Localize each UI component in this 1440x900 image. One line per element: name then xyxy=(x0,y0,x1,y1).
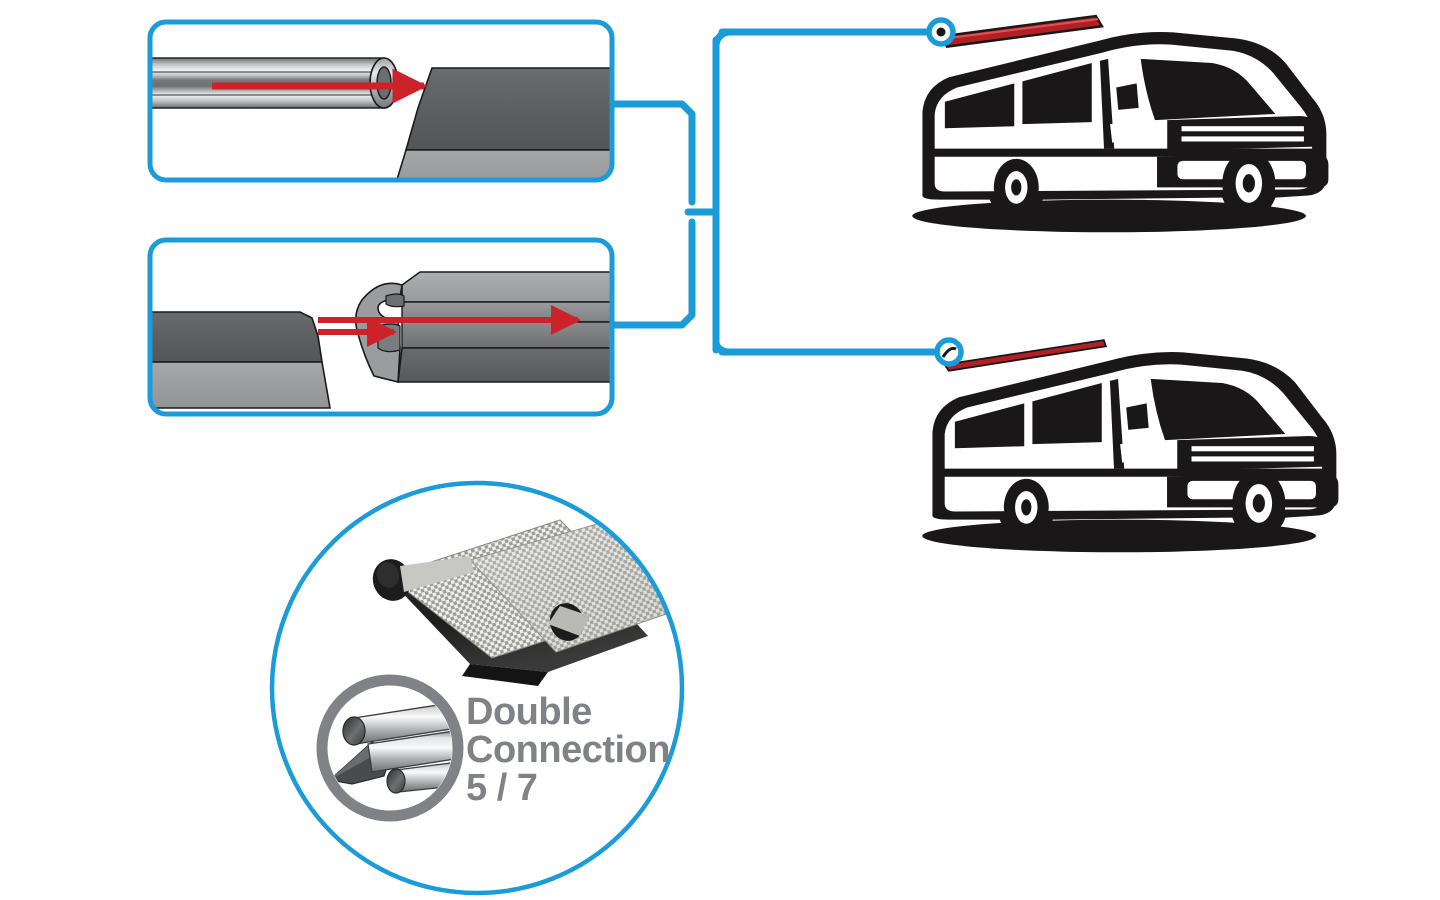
van-grille-slat-2 xyxy=(1191,456,1314,462)
double-keder-rod-icon xyxy=(316,674,464,822)
feature-label-line-3: 5 / 7 xyxy=(466,767,537,809)
rail-lip-groove-lower xyxy=(377,323,401,353)
profile-left-mid xyxy=(150,361,331,409)
awning-rail-lower-channel xyxy=(401,321,612,349)
van-window-mid xyxy=(1032,382,1102,445)
van-headlight xyxy=(1110,120,1164,143)
awning-fabric-keder-photo xyxy=(372,511,673,686)
profile-left-dark xyxy=(150,311,323,363)
van-window-mid xyxy=(1022,62,1092,125)
connector-ring-van-top[interactable] xyxy=(926,17,956,47)
connector-network xyxy=(608,28,944,356)
panel-tube-insertion xyxy=(147,19,615,183)
van-grille-slat-1 xyxy=(1181,126,1304,132)
panel-2-border xyxy=(147,237,615,417)
panel-1-border xyxy=(147,19,615,183)
van-grille-slat-2 xyxy=(1181,136,1304,142)
van-window-rear xyxy=(954,403,1025,449)
feature-label-line-1: Double xyxy=(466,691,592,733)
van-top xyxy=(912,14,1329,233)
van-headlight xyxy=(1120,440,1174,463)
van-mirror xyxy=(1116,83,1139,110)
connector-ring-van-bottom[interactable] xyxy=(934,337,964,367)
van-mirror xyxy=(1126,403,1149,430)
awning-rail-flush xyxy=(943,339,1108,372)
van-grille xyxy=(1177,436,1327,471)
van-windshield xyxy=(1140,58,1276,121)
panel-rail-insertion xyxy=(147,237,615,417)
feature-circle-border xyxy=(269,480,685,896)
awning-rail-base xyxy=(397,347,612,383)
van-window-rear xyxy=(944,83,1015,129)
van-grille xyxy=(1167,116,1317,151)
connector-branch-panel1 xyxy=(608,100,696,206)
rod-lower-cap xyxy=(386,768,406,794)
feature-label-line-2: Connection xyxy=(466,729,670,771)
van-windshield xyxy=(1150,378,1286,441)
channel-block-dark xyxy=(404,67,612,151)
channel-block-mid xyxy=(390,149,612,180)
rod-upper-cap xyxy=(342,716,366,746)
van-bottom xyxy=(922,339,1339,553)
connector-corner-bottom xyxy=(712,340,734,356)
rod-middle xyxy=(367,727,452,773)
awning-rail-top-face xyxy=(401,271,612,303)
double-connection-feature: Double Connection 5 / 7 xyxy=(269,480,685,896)
rail-lip-groove-upper xyxy=(385,293,405,308)
connector-branch-panel2 xyxy=(608,218,696,329)
van-grille-slat-1 xyxy=(1191,446,1314,452)
connector-corner-top xyxy=(712,28,734,50)
